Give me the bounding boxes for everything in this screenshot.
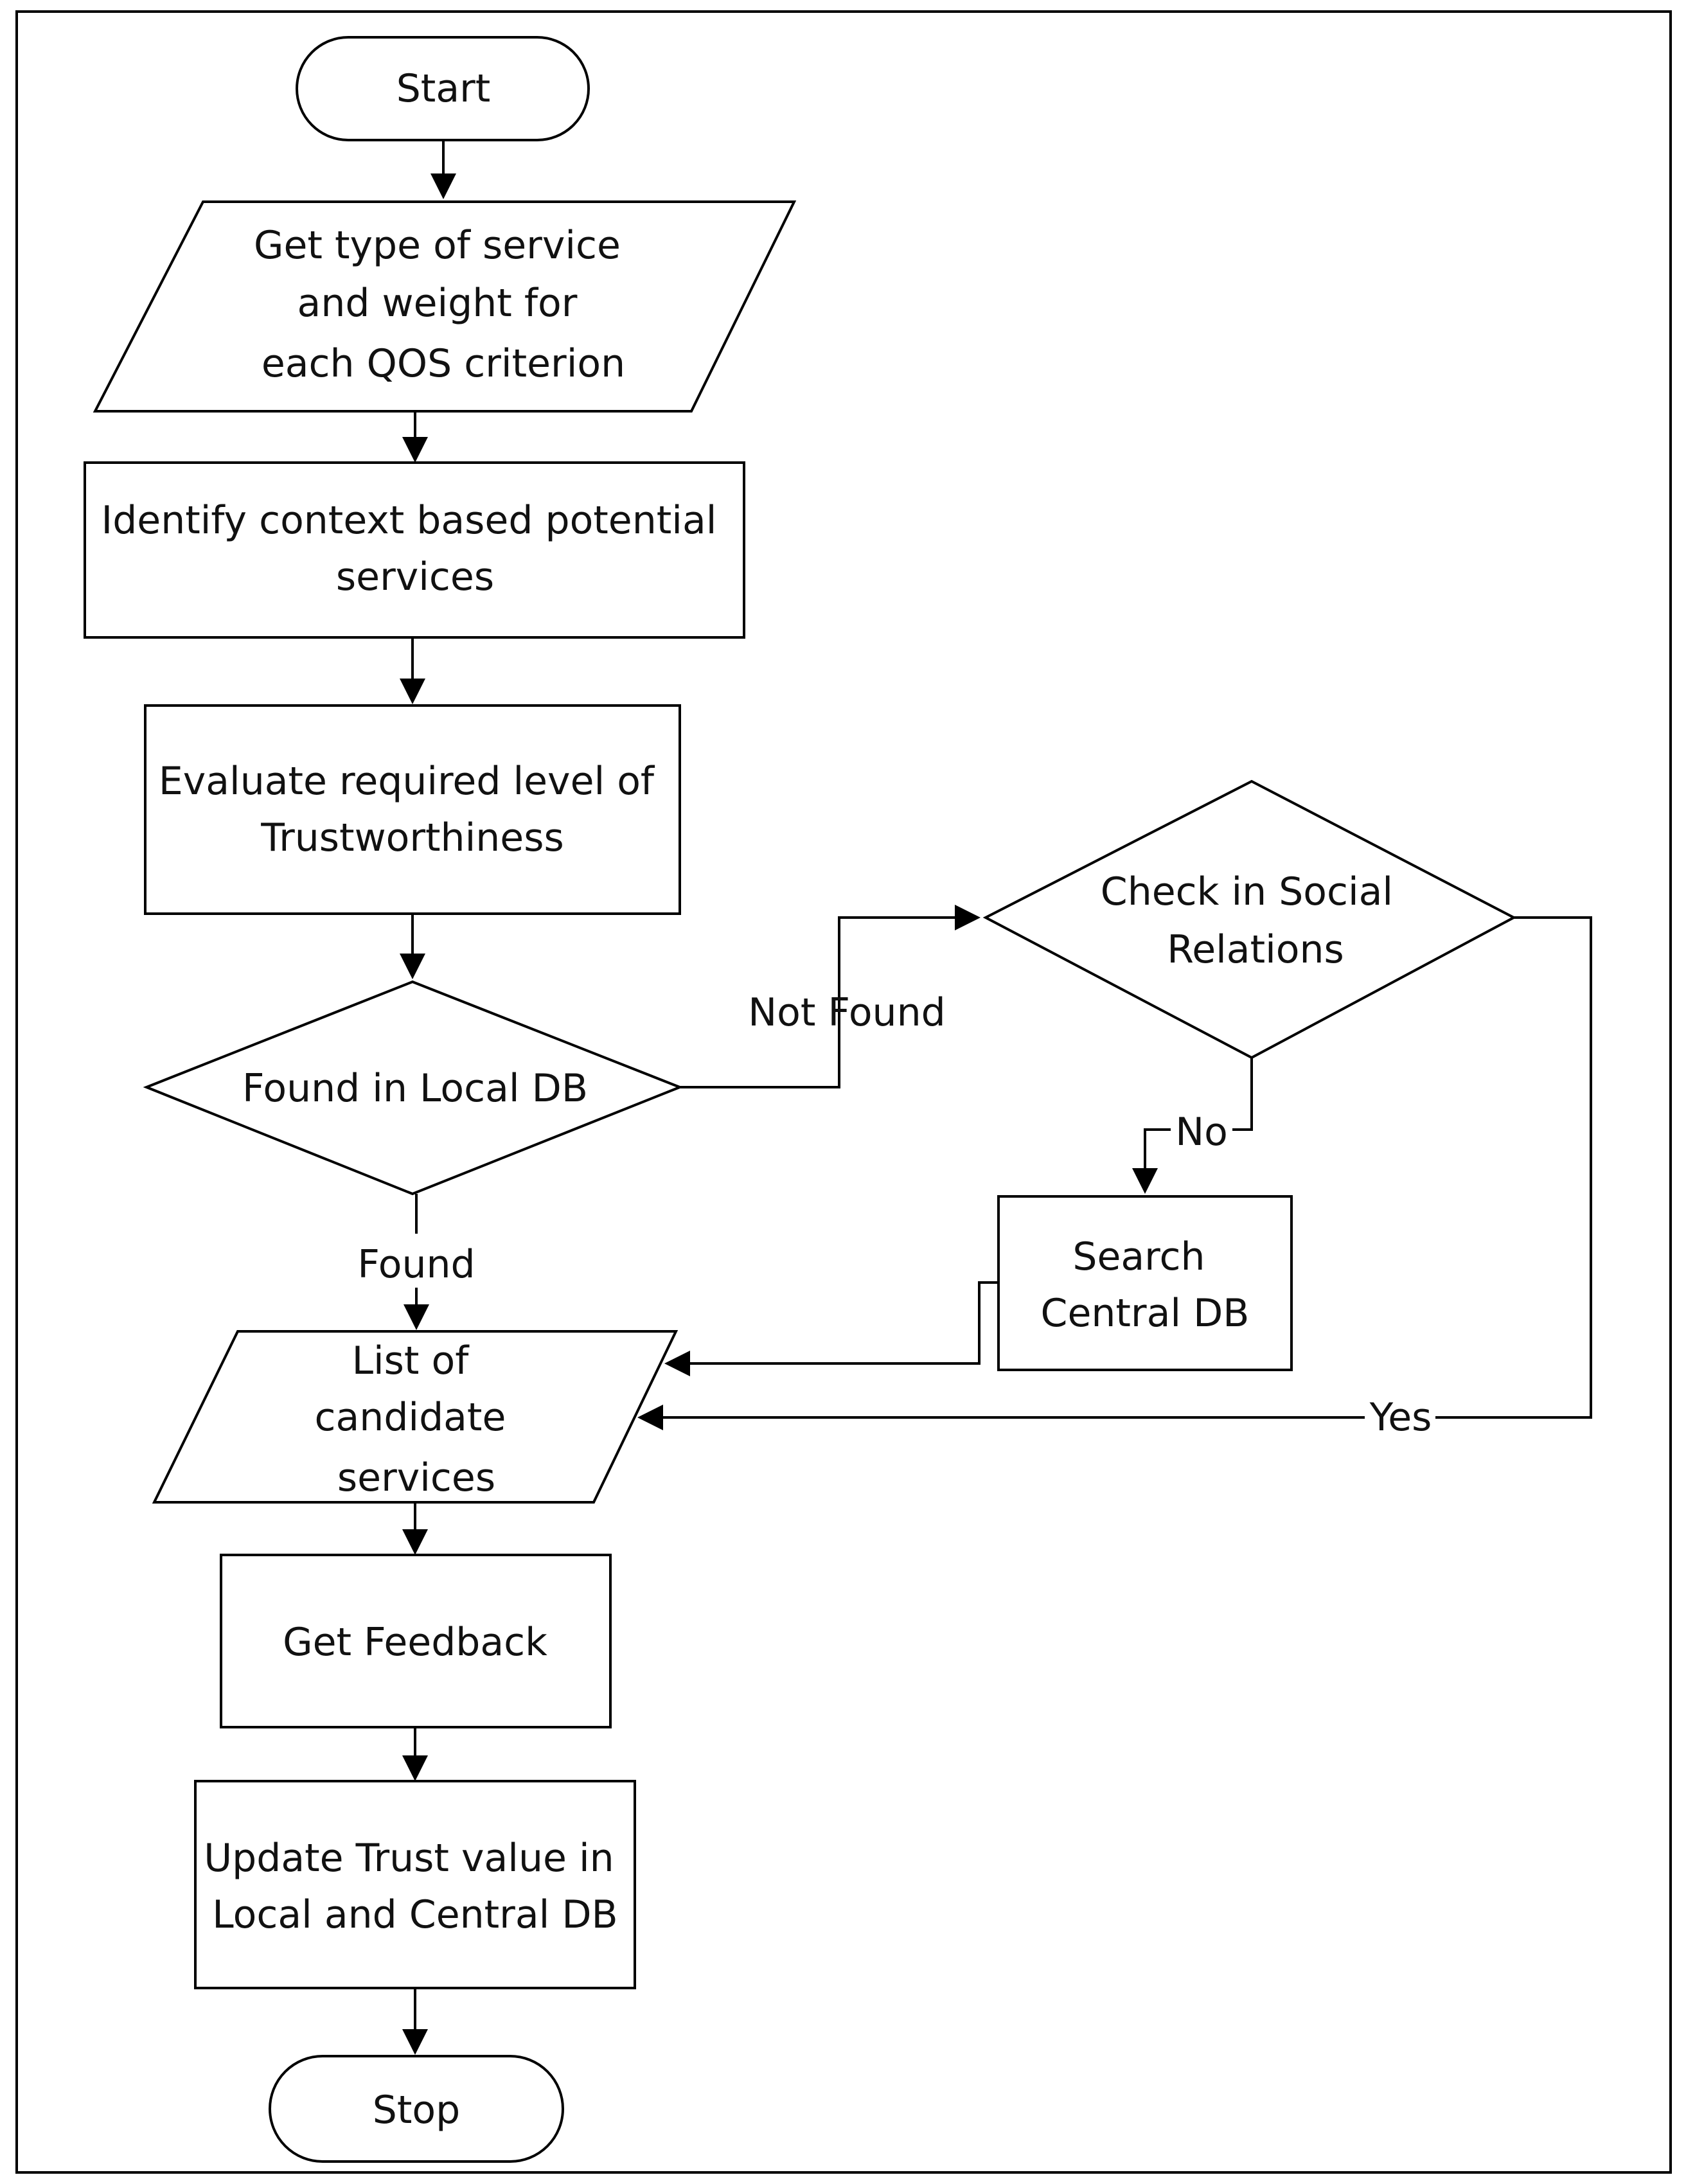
get-type-input <box>93 200 797 413</box>
list-candidates-output <box>152 1330 679 1504</box>
evaluate-label: Evaluate required level of Trustworthine… <box>159 759 666 860</box>
start-terminator <box>296 36 590 141</box>
evaluate-process <box>144 704 681 915</box>
connectors <box>400 140 1592 2055</box>
edge-label-found: Found <box>357 1242 475 1287</box>
search-central-label: Search Central DB <box>1041 1234 1250 1336</box>
edge-label-yes-bg <box>1365 1398 1435 1439</box>
stop-terminator <box>269 2055 564 2163</box>
arrow-search-to-list <box>664 1281 998 1376</box>
outer-frame <box>15 10 1672 2174</box>
check-social-label: Check in Social Relations <box>1101 869 1405 972</box>
edge-label-no-bg <box>1171 1108 1232 1154</box>
search-central-process <box>997 1195 1293 1371</box>
get-feedback-label: Get Feedback <box>283 1620 547 1665</box>
check-social-decision <box>982 779 1517 1060</box>
arrow-not-found <box>680 905 981 1088</box>
edge-label-yes: Yes <box>1369 1395 1432 1440</box>
edge-label-no: No <box>1175 1110 1228 1155</box>
arrow-yes <box>637 916 1592 1430</box>
update-trust-process <box>194 1780 636 1989</box>
found-local-label: Found in Local DB <box>242 1066 588 1111</box>
update-trust-label: Update Trust value in Local and Central … <box>204 1836 626 1937</box>
get-type-label: Get type of service and weight for each … <box>254 223 633 386</box>
identify-process <box>84 461 745 639</box>
stop-label: Stop <box>373 2088 460 2133</box>
found-local-decision <box>143 980 684 1196</box>
start-label: Start <box>396 66 491 111</box>
get-feedback-process <box>220 1554 612 1728</box>
list-candidates-label: List of candidate services <box>315 1338 519 1500</box>
edge-label-not-found: Not Found <box>748 990 945 1035</box>
identify-label: Identify context based potential service… <box>102 498 729 599</box>
edge-label-found-bg <box>351 1234 482 1288</box>
